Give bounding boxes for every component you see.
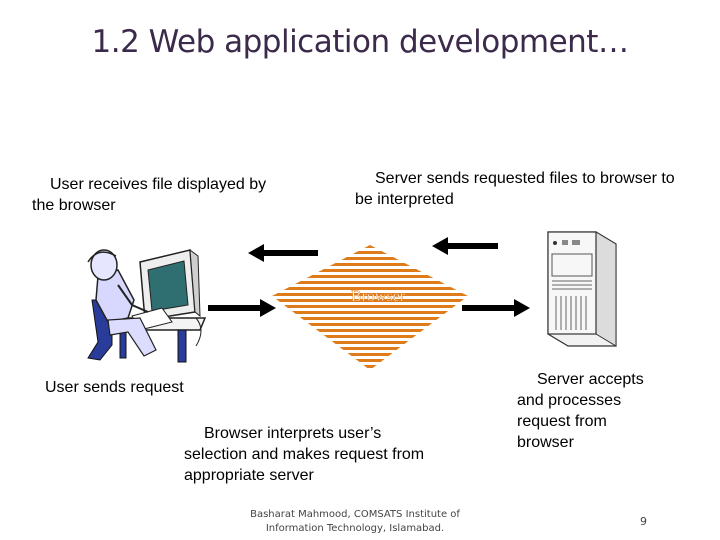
user-sends-label: User sends request: [45, 379, 184, 396]
server-accepts-label: Server accepts and processes request fro…: [517, 371, 644, 451]
arrow-to-browser-top: [432, 237, 498, 255]
browser-diamond: [272, 245, 468, 370]
user-receives-label: User receives file displayed by the brow…: [32, 176, 267, 214]
slide-footer: Basharat Mahmood, COMSATS Institute of I…: [250, 509, 460, 534]
slide-title: 1.2 Web application development…: [91, 24, 629, 60]
page-number: 9: [640, 515, 647, 528]
arrow-to-user: [248, 244, 318, 262]
arrow-to-server: [462, 299, 530, 317]
user-computer-illustration: [87, 248, 207, 363]
server-tower-illustration: [547, 231, 617, 347]
arrow-to-browser-bottom: [208, 299, 276, 317]
server-sends-label: Server sends requested files to browser …: [355, 170, 675, 208]
browser-label: Browser: [351, 288, 406, 305]
browser-interprets-label: Browser interprets user’s selection and …: [184, 425, 425, 484]
